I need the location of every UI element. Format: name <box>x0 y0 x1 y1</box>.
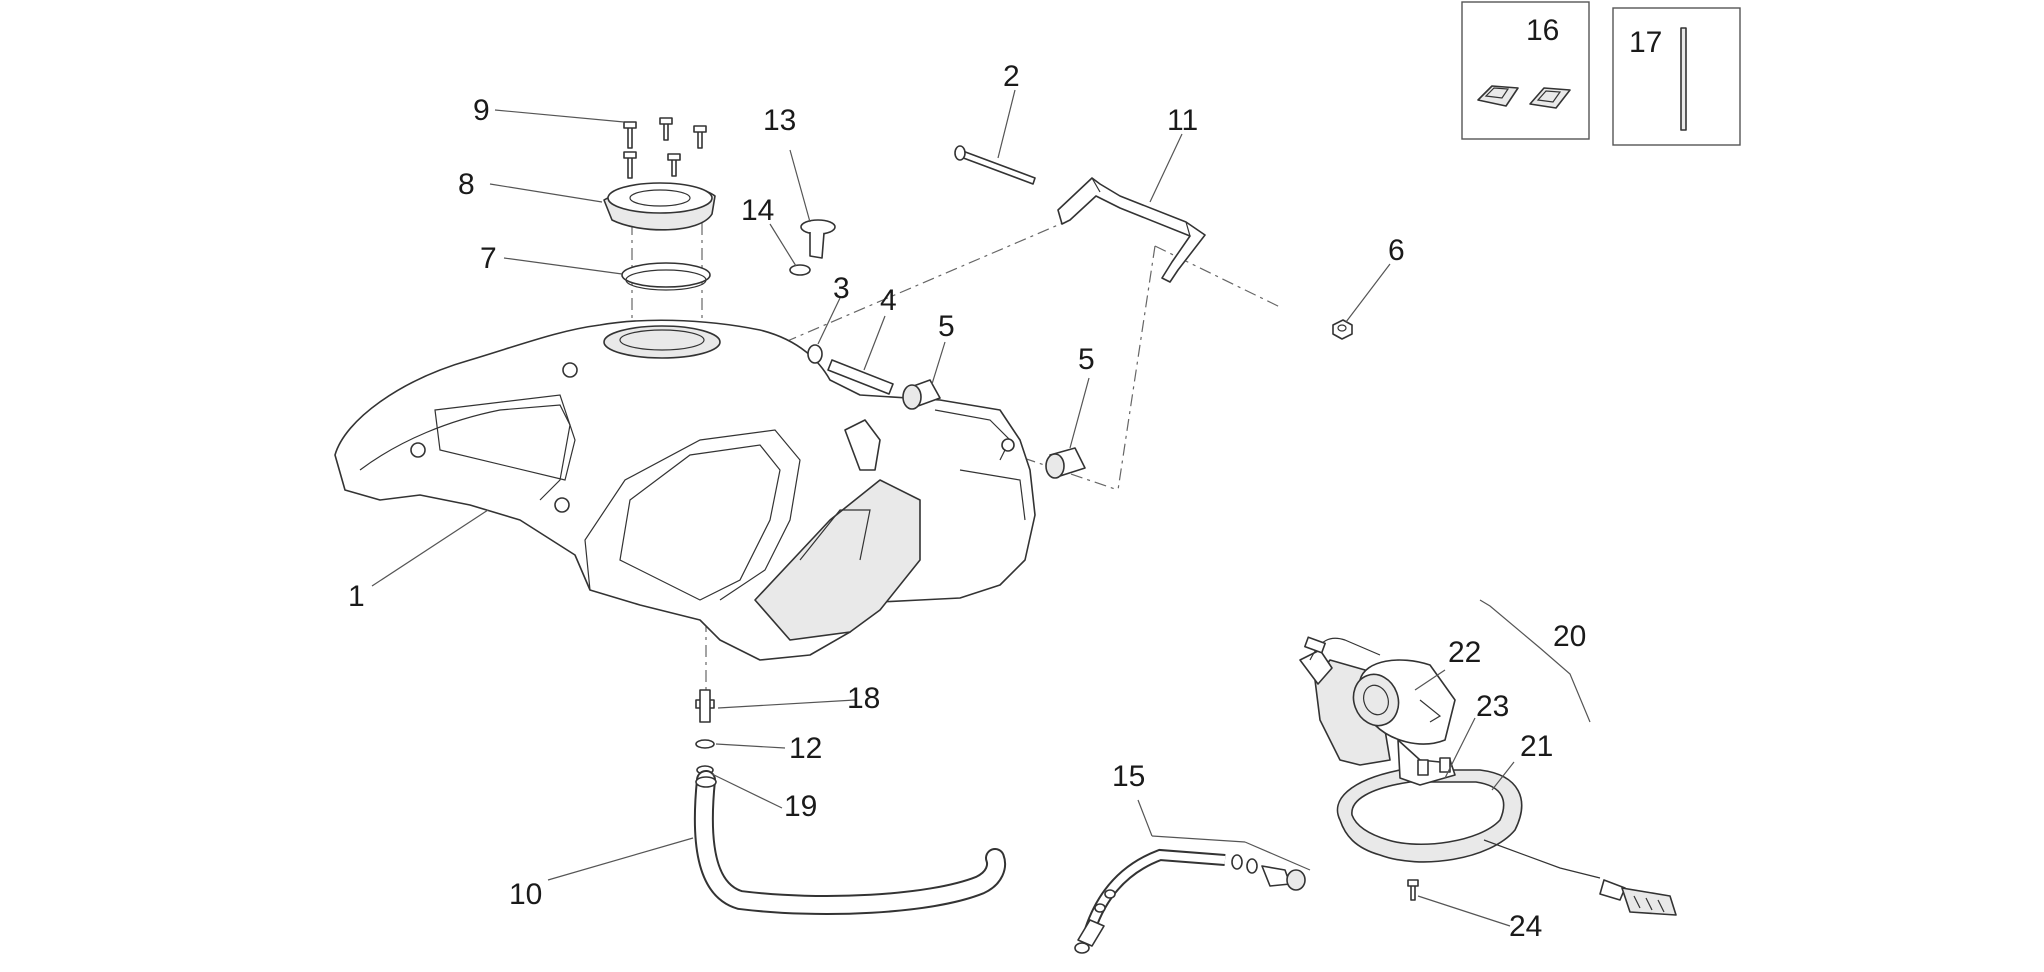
callout-4: 4 <box>880 284 897 317</box>
gasket-ring-7 <box>621 262 711 291</box>
callout-22: 22 <box>1448 636 1481 669</box>
fuel-tank <box>334 319 1036 661</box>
callout-labels: 1 2 3 4 5 5 6 7 8 9 10 11 12 13 14 15 16… <box>348 14 1662 943</box>
callout-8: 8 <box>458 168 475 201</box>
kit-box-16 <box>1461 1 1590 140</box>
o-ring-12 <box>695 739 715 749</box>
fuel-pump-assembly <box>1299 636 1677 916</box>
callout-12: 12 <box>789 732 822 765</box>
hose-15 <box>1074 848 1306 954</box>
callout-6: 6 <box>1388 234 1405 267</box>
leader-lines <box>371 89 1591 927</box>
callout-17: 17 <box>1629 26 1662 59</box>
hose-10 <box>693 770 1007 915</box>
o-ring-14 <box>789 264 811 276</box>
screws-9 <box>623 117 707 179</box>
callout-14: 14 <box>741 194 774 227</box>
callout-16: 16 <box>1526 14 1559 47</box>
callout-13: 13 <box>763 104 796 137</box>
callout-19: 19 <box>784 790 817 823</box>
callout-5b: 5 <box>1078 343 1095 376</box>
filler-flange-8 <box>603 182 716 231</box>
callout-23: 23 <box>1476 690 1509 723</box>
callout-20: 20 <box>1553 620 1586 653</box>
callout-3: 3 <box>833 272 850 305</box>
washer-3 <box>807 344 823 364</box>
cap-13 <box>800 219 836 259</box>
callout-1: 1 <box>348 580 365 613</box>
callout-18: 18 <box>847 682 880 715</box>
assembly-lines <box>631 198 1283 690</box>
callout-21: 21 <box>1520 730 1553 763</box>
callout-9: 9 <box>473 94 490 127</box>
fitting-18 <box>695 689 715 723</box>
nut-6 <box>1332 319 1353 340</box>
rod-4 <box>827 359 894 395</box>
bolt-2 <box>954 145 1036 185</box>
bushing-5a <box>902 379 941 410</box>
callout-24: 24 <box>1509 910 1542 943</box>
callout-7: 7 <box>480 242 497 275</box>
bushing-5b <box>1045 447 1086 479</box>
kit-box-17 <box>1612 7 1741 146</box>
bracket-11 <box>1057 177 1206 283</box>
callout-10: 10 <box>509 878 542 911</box>
callout-11: 11 <box>1167 104 1198 137</box>
callout-5a: 5 <box>938 310 955 343</box>
callout-2: 2 <box>1003 60 1020 93</box>
callout-15: 15 <box>1112 760 1145 793</box>
